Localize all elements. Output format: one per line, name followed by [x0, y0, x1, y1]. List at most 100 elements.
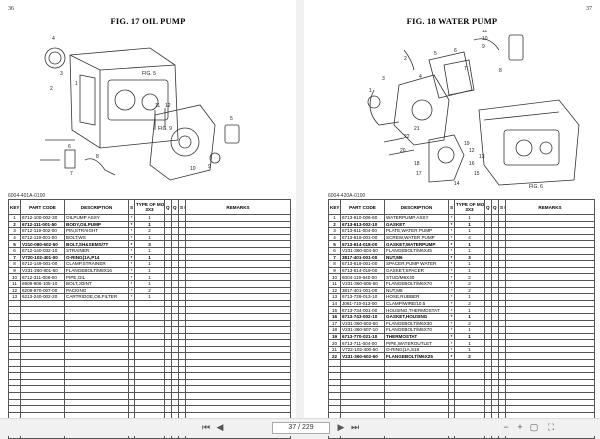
row-key: 7: [8, 253, 21, 262]
row-remarks: [185, 253, 291, 262]
row-quantity: 1: [454, 227, 485, 235]
row-quantity: [134, 339, 165, 347]
row-description: PLATE,WATER PUMP: [384, 227, 449, 235]
row-q: [164, 220, 172, 229]
row-remarks: [505, 253, 595, 262]
zoom-in-icon[interactable]: +: [517, 422, 523, 432]
row-part-code: 6713-734-001-00: [340, 306, 385, 314]
row-f: [498, 279, 506, 288]
row-key: 9: [8, 266, 21, 275]
row-description: GASKET,SPACER: [384, 266, 449, 275]
table-row: [8, 385, 291, 394]
col-f: S F: [178, 199, 186, 215]
row-key: [8, 392, 21, 400]
row-key: [8, 365, 21, 374]
row-key: 2: [8, 220, 21, 229]
col-q: Q C L: [484, 199, 492, 215]
row-f: [498, 378, 506, 387]
col-type-of-model: TYPE OF MODEL3X3: [134, 199, 165, 215]
row-description: NUT,M6: [384, 253, 449, 262]
row-part-code: [340, 405, 385, 413]
row-key: 12: [328, 286, 341, 295]
row-f: [178, 306, 186, 314]
prev-page-icon[interactable]: ◀: [216, 422, 224, 432]
row-remarks: [185, 312, 291, 321]
next-page-icon[interactable]: ▶: [337, 422, 345, 432]
row-part-code: V231-360-603-60: [340, 319, 385, 328]
row-remarks: [505, 359, 595, 367]
row-q: [164, 266, 172, 275]
row-f: [178, 326, 186, 334]
row-q2: [491, 279, 499, 288]
row-key: [328, 392, 341, 400]
row-q2: [171, 266, 179, 275]
fullscreen-icon[interactable]: ⛶: [547, 422, 555, 432]
row-part-code: 6909-906-105-10: [20, 279, 65, 288]
row-key: [8, 352, 21, 361]
fit-icon[interactable]: ▢: [529, 422, 539, 432]
row-q2: [171, 372, 179, 380]
row-part-code: [20, 339, 65, 347]
row-remarks: [505, 398, 595, 407]
row-q: [484, 214, 492, 222]
row-q2: [171, 319, 179, 328]
page-indicator[interactable]: 37 / 229: [272, 422, 330, 434]
row-quantity: 1: [134, 260, 165, 268]
row-remarks: [505, 286, 595, 295]
row-description: [64, 372, 129, 380]
row-part-code: 6712-119-002-00: [20, 227, 65, 235]
row-f: [498, 273, 506, 281]
col-q: Q C L: [164, 199, 172, 215]
row-q2: [491, 273, 499, 281]
row-q2: [491, 299, 499, 308]
row-f: [498, 246, 506, 255]
row-remarks: [505, 233, 595, 242]
callout: FIG. 5: [142, 71, 156, 77]
col-description: DESCRIPTION: [384, 199, 449, 215]
page-number: 37: [586, 6, 592, 12]
row-part-code: 6713-614-018-00: [340, 240, 385, 248]
row-part-code: 6712-311-006-00: [20, 273, 65, 281]
row-description: [64, 352, 129, 361]
callout: 20: [400, 148, 406, 154]
row-f: [178, 260, 186, 268]
row-description: GASKET,WATERPUMP: [384, 240, 449, 248]
row-remarks: [505, 273, 595, 281]
row-quantity: 1: [454, 214, 485, 222]
row-remarks: [185, 339, 291, 347]
row-q2: [171, 299, 179, 308]
row-part-code: 6209-970-007-00: [20, 286, 65, 295]
row-part-code: [20, 345, 65, 354]
table-row: [8, 365, 291, 374]
row-quantity: [134, 359, 165, 367]
row-q: [164, 227, 172, 235]
row-q: [164, 312, 172, 321]
row-description: [64, 365, 129, 374]
row-remarks: [505, 339, 595, 347]
zoom-out-icon[interactable]: −: [503, 422, 509, 432]
row-part-code: 6713-711-004-00: [340, 339, 385, 347]
row-q: [164, 405, 172, 413]
row-f: [178, 293, 186, 301]
table-row: [8, 378, 291, 387]
row-q2: [171, 326, 179, 334]
row-q: [484, 339, 492, 347]
row-quantity: 1: [454, 332, 485, 341]
row-q2: [491, 326, 499, 334]
row-description: [64, 392, 129, 400]
row-quantity: 1: [454, 246, 485, 255]
row-description: [64, 345, 129, 354]
row-key: 15: [328, 306, 341, 314]
row-part-code: [340, 359, 385, 367]
row-part-code: [20, 392, 65, 400]
row-quantity: 1: [134, 246, 165, 255]
first-page-icon[interactable]: ⏮: [201, 422, 211, 432]
last-page-icon[interactable]: ⏭: [350, 422, 360, 432]
table-row: [328, 392, 595, 400]
